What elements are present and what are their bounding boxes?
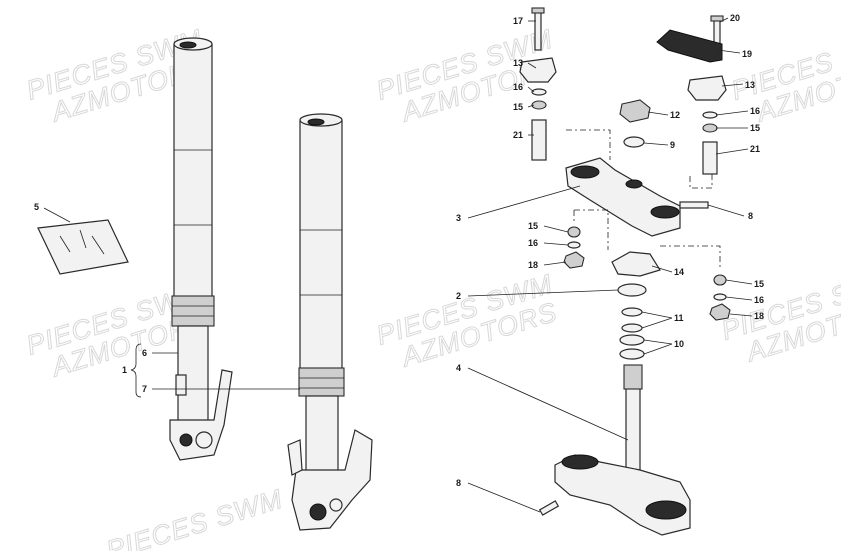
spacer-21-right	[702, 141, 718, 175]
washer-16-left	[531, 88, 547, 96]
guide-line-a	[545, 129, 611, 160]
nut-12	[619, 99, 651, 123]
callout-10: 10	[674, 339, 684, 349]
callout-17: 17	[513, 16, 523, 26]
dust-seal-2	[617, 283, 647, 297]
callout-21-left: 21	[513, 130, 523, 140]
callout-2: 2	[456, 291, 461, 301]
nut-15-right	[713, 274, 727, 286]
leader-lines	[43, 17, 753, 513]
callout-4: 4	[456, 363, 461, 373]
callout-labels: 17 13 16 15 21 20 19 13 16 15 21 12 9 3 …	[34, 13, 764, 488]
washer-16-mid	[567, 241, 581, 249]
guide-line-c	[573, 209, 609, 250]
washer-9	[623, 136, 645, 148]
fork-leg-left	[169, 37, 233, 461]
brace-group-1	[130, 343, 142, 398]
callout-12: 12	[670, 110, 680, 120]
watermark-3: PIECES SWM AZMOTORS	[727, 23, 841, 128]
bolt-8-top	[679, 201, 709, 209]
callout-1: 1	[122, 365, 127, 375]
callout-6: 6	[142, 348, 147, 358]
bracket-13-right	[687, 75, 727, 101]
callout-13-right: 13	[745, 80, 755, 90]
callout-15-mid: 15	[528, 221, 538, 231]
callout-15-right-low: 15	[754, 279, 764, 289]
watermark-7: PIECES SWM	[102, 483, 286, 551]
bolt-8-bottom	[538, 500, 560, 516]
callout-3: 3	[456, 213, 461, 223]
callout-9: 9	[670, 140, 675, 150]
fork-leg-right	[287, 113, 373, 531]
callout-16-mid: 16	[528, 238, 538, 248]
bearing-11	[621, 307, 643, 333]
callout-18-right: 18	[754, 311, 764, 321]
callout-14: 14	[674, 267, 684, 277]
bracket-14	[611, 251, 661, 277]
watermark-6: PIECES SWM AZMOTORS	[717, 263, 841, 368]
callout-19: 19	[742, 49, 752, 59]
callout-20: 20	[730, 13, 740, 23]
callout-11: 11	[674, 313, 684, 323]
watermark-5: PIECES SWM AZMOTORS	[372, 268, 561, 373]
callout-8-bottom: 8	[456, 478, 461, 488]
callout-18-mid: 18	[528, 260, 538, 270]
washer-15-right	[702, 123, 718, 133]
bolt-20	[710, 15, 724, 47]
washer-16-right	[702, 111, 718, 119]
callout-15-right: 15	[750, 123, 760, 133]
bearing-10	[619, 334, 645, 360]
steering-stem	[554, 364, 691, 536]
sachet-part-5	[37, 219, 129, 275]
callout-16-right: 16	[750, 106, 760, 116]
callout-16-left: 16	[513, 82, 523, 92]
callout-15-left: 15	[513, 102, 523, 112]
nut-18-mid	[563, 251, 585, 269]
spacer-21-left	[531, 119, 547, 161]
top-clamp	[565, 157, 681, 237]
nut-18-right	[709, 303, 731, 321]
callout-7: 7	[142, 384, 147, 394]
washer-16-right-low	[713, 293, 727, 301]
callout-16-right-low: 16	[754, 295, 764, 305]
clamp-19	[656, 29, 723, 63]
guide-line-d	[660, 245, 721, 270]
svg-text:PIECES SWM: PIECES SWM	[103, 484, 286, 551]
callout-21-right: 21	[750, 144, 760, 154]
guide-line-b	[689, 174, 713, 189]
bolt-17	[531, 7, 545, 51]
callout-5: 5	[34, 202, 39, 212]
callout-8-top: 8	[748, 211, 753, 221]
nut-15-mid	[567, 226, 581, 238]
bracket-13-left	[519, 57, 557, 83]
washer-15-left	[531, 100, 547, 110]
callout-13-left: 13	[513, 58, 523, 68]
